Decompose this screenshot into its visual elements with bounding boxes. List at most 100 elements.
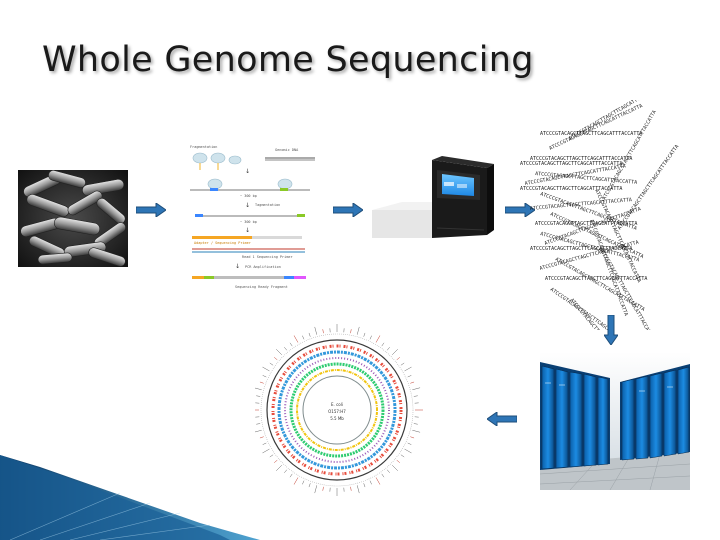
genome-annotation-tick (276, 349, 283, 356)
genome-center-label-1: E. coli (331, 402, 343, 407)
genome-annotation-tick (289, 473, 293, 478)
dna-sequence-line: ATCCCGTACAGCTTAGCTTCAGCATTTACCATTA (545, 276, 647, 282)
genome-annotation-tick (381, 342, 385, 347)
genome-annotation-tick (410, 436, 415, 439)
bacteria-micrograph (18, 170, 128, 267)
arrow-right-icon (333, 203, 363, 217)
genome-annotation-tick (381, 473, 385, 478)
genome-annotation-tick (410, 381, 415, 384)
dna-sequence-line: ATCCCGTACAGCTTAGCTTCAGCATTTACCATTA (530, 156, 632, 162)
genome-annotation-tick (404, 366, 412, 372)
genome-annotation-tick (369, 480, 372, 485)
genome-annotation-tick (369, 335, 372, 340)
genome-annotation-tick (274, 357, 278, 361)
genome-annotation-tick (350, 486, 352, 491)
genome-annotation-tick (363, 483, 366, 488)
feature-ring-blue (277, 350, 397, 470)
inner-ring (302, 375, 372, 445)
supercomputer-cluster (539, 352, 691, 491)
genome-annotation-tick (259, 436, 264, 439)
genome-annotation-tick (269, 454, 274, 458)
genome-annotation-tick (400, 454, 405, 458)
workflow-step-label-ready: Sequencing Ready Fragment (235, 285, 288, 289)
down-arrow-icon: ↓ (245, 227, 250, 234)
arrow-right-icon (136, 203, 166, 217)
dna-sequence-line: ATCCCGTACAGCTTAGCTTCAGCATTTACCATTA (520, 161, 622, 167)
genome-annotation-tick (262, 442, 267, 445)
genome-annotation-tick (386, 469, 390, 473)
genome-annotation-tick (262, 375, 267, 378)
genome-center-label-2: O157:H7 (328, 409, 346, 414)
genome-annotation-tick (308, 332, 311, 337)
feature-ring-green (289, 362, 385, 458)
workflow-step-label-tagmentation: Tagmentation (255, 203, 280, 207)
sequencer-machine (362, 150, 497, 245)
genome-annotation-tick (386, 347, 390, 351)
workflow-size-label-1: ~ 300 bp (240, 194, 257, 198)
circular-genome-map: E. coli O157:H7 5.5 Mb (251, 320, 430, 500)
genome-annotation-tick (363, 332, 366, 337)
genome-annotation-tick (391, 464, 398, 471)
genome-center-label-3: 5.5 Mb (330, 416, 344, 421)
genome-annotation-tick (412, 387, 421, 391)
genome-annotation-tick (274, 459, 278, 463)
genome-annotation-tick (253, 387, 262, 391)
workflow-step-label-adapter: Adapter / Sequencing Primer (194, 241, 251, 245)
genome-annotation-tick (391, 349, 398, 356)
genome-annotation-tick (412, 429, 421, 433)
genome-annotation-tick (276, 464, 283, 471)
workflow-step-label-read1: Read 1 Sequencing Primer (242, 255, 293, 259)
genome-annotation-tick (269, 362, 274, 366)
genome-annotation-tick (400, 362, 405, 366)
dna-sequence-line: ATCCCGTACAGCTTAGCTTCAGCATTTACCATTA (548, 103, 643, 152)
feature-ring-purple (284, 357, 390, 463)
genome-annotation-tick (284, 347, 288, 351)
arrow-down-icon (604, 315, 618, 345)
genome-annotation-tick (289, 342, 293, 347)
footer-decoration (0, 455, 260, 540)
genome-annotation-tick (407, 375, 412, 378)
genome-annotation-tick (375, 477, 381, 485)
genome-annotation-tick (302, 335, 305, 340)
circular-genome-map-image: E. coli O157:H7 5.5 Mb (251, 324, 423, 496)
dna-sequence-line: ATCCCGTACAGCTTAGCTTCAGCATTTACCATTA (520, 186, 622, 192)
genome-annotation-tick (404, 448, 412, 454)
feature-ring-yellow (296, 369, 378, 451)
outer-tick-ring (260, 333, 414, 487)
genome-annotation-tick (356, 485, 360, 494)
workflow-step-label-pcr: PCR Amplification (245, 265, 281, 269)
genome-annotation-tick (322, 486, 324, 491)
dna-sequence-line: ATCCCGTACAGCTTAGCTTCAGCATTTACCATTA (540, 131, 642, 137)
library-prep-workflow: Fragmentation Genomic DNA ↓ ~ 300 bp ↓ T… (180, 140, 325, 300)
arrow-right-icon (505, 203, 535, 217)
genome-annotation-tick (262, 448, 270, 454)
genome-annotation-tick (375, 335, 381, 343)
genome-annotation-tick (413, 395, 418, 397)
dna-sequence-line: ATCCCGTACAGCTTAGCTTCAGCATTTACCATTA (535, 221, 637, 227)
genome-annotation-tick (407, 442, 412, 445)
workflow-label-genomic-dna: Genomic DNA (275, 148, 299, 152)
workflow-size-label-2: ~ 300 bp (240, 220, 257, 224)
genome-annotation-tick (308, 483, 311, 488)
down-arrow-icon: ↓ (235, 263, 240, 270)
genome-annotation-tick (314, 326, 318, 335)
library-prep-diagram: Fragmentation Genomic DNA ↓ ~ 300 bp ↓ T… (180, 140, 325, 300)
genome-annotation-tick (413, 423, 418, 425)
genome-annotation-tick (396, 357, 400, 361)
dna-sequence-reads-image: ATCCCGTACAGCTTAGCTTCAGCATTTACCATTAATCCCG… (520, 85, 680, 379)
genome-annotation-tick (350, 329, 352, 334)
genome-annotation-tick (259, 381, 264, 384)
genome-annotation-tick (284, 469, 288, 473)
genome-annotation-tick (256, 395, 261, 397)
genome-annotation-tick (293, 335, 299, 343)
down-arrow-icon: ↓ (245, 168, 250, 175)
genome-annotation-tick (253, 429, 262, 433)
sequencer-image (372, 156, 494, 238)
bacteria-micrograph-image (18, 170, 128, 267)
slide-title: Whole Genome Sequencing (42, 40, 534, 80)
genome-annotation-tick (356, 326, 360, 335)
down-arrow-icon: ↓ (245, 202, 250, 209)
genome-annotation-tick (322, 329, 324, 334)
